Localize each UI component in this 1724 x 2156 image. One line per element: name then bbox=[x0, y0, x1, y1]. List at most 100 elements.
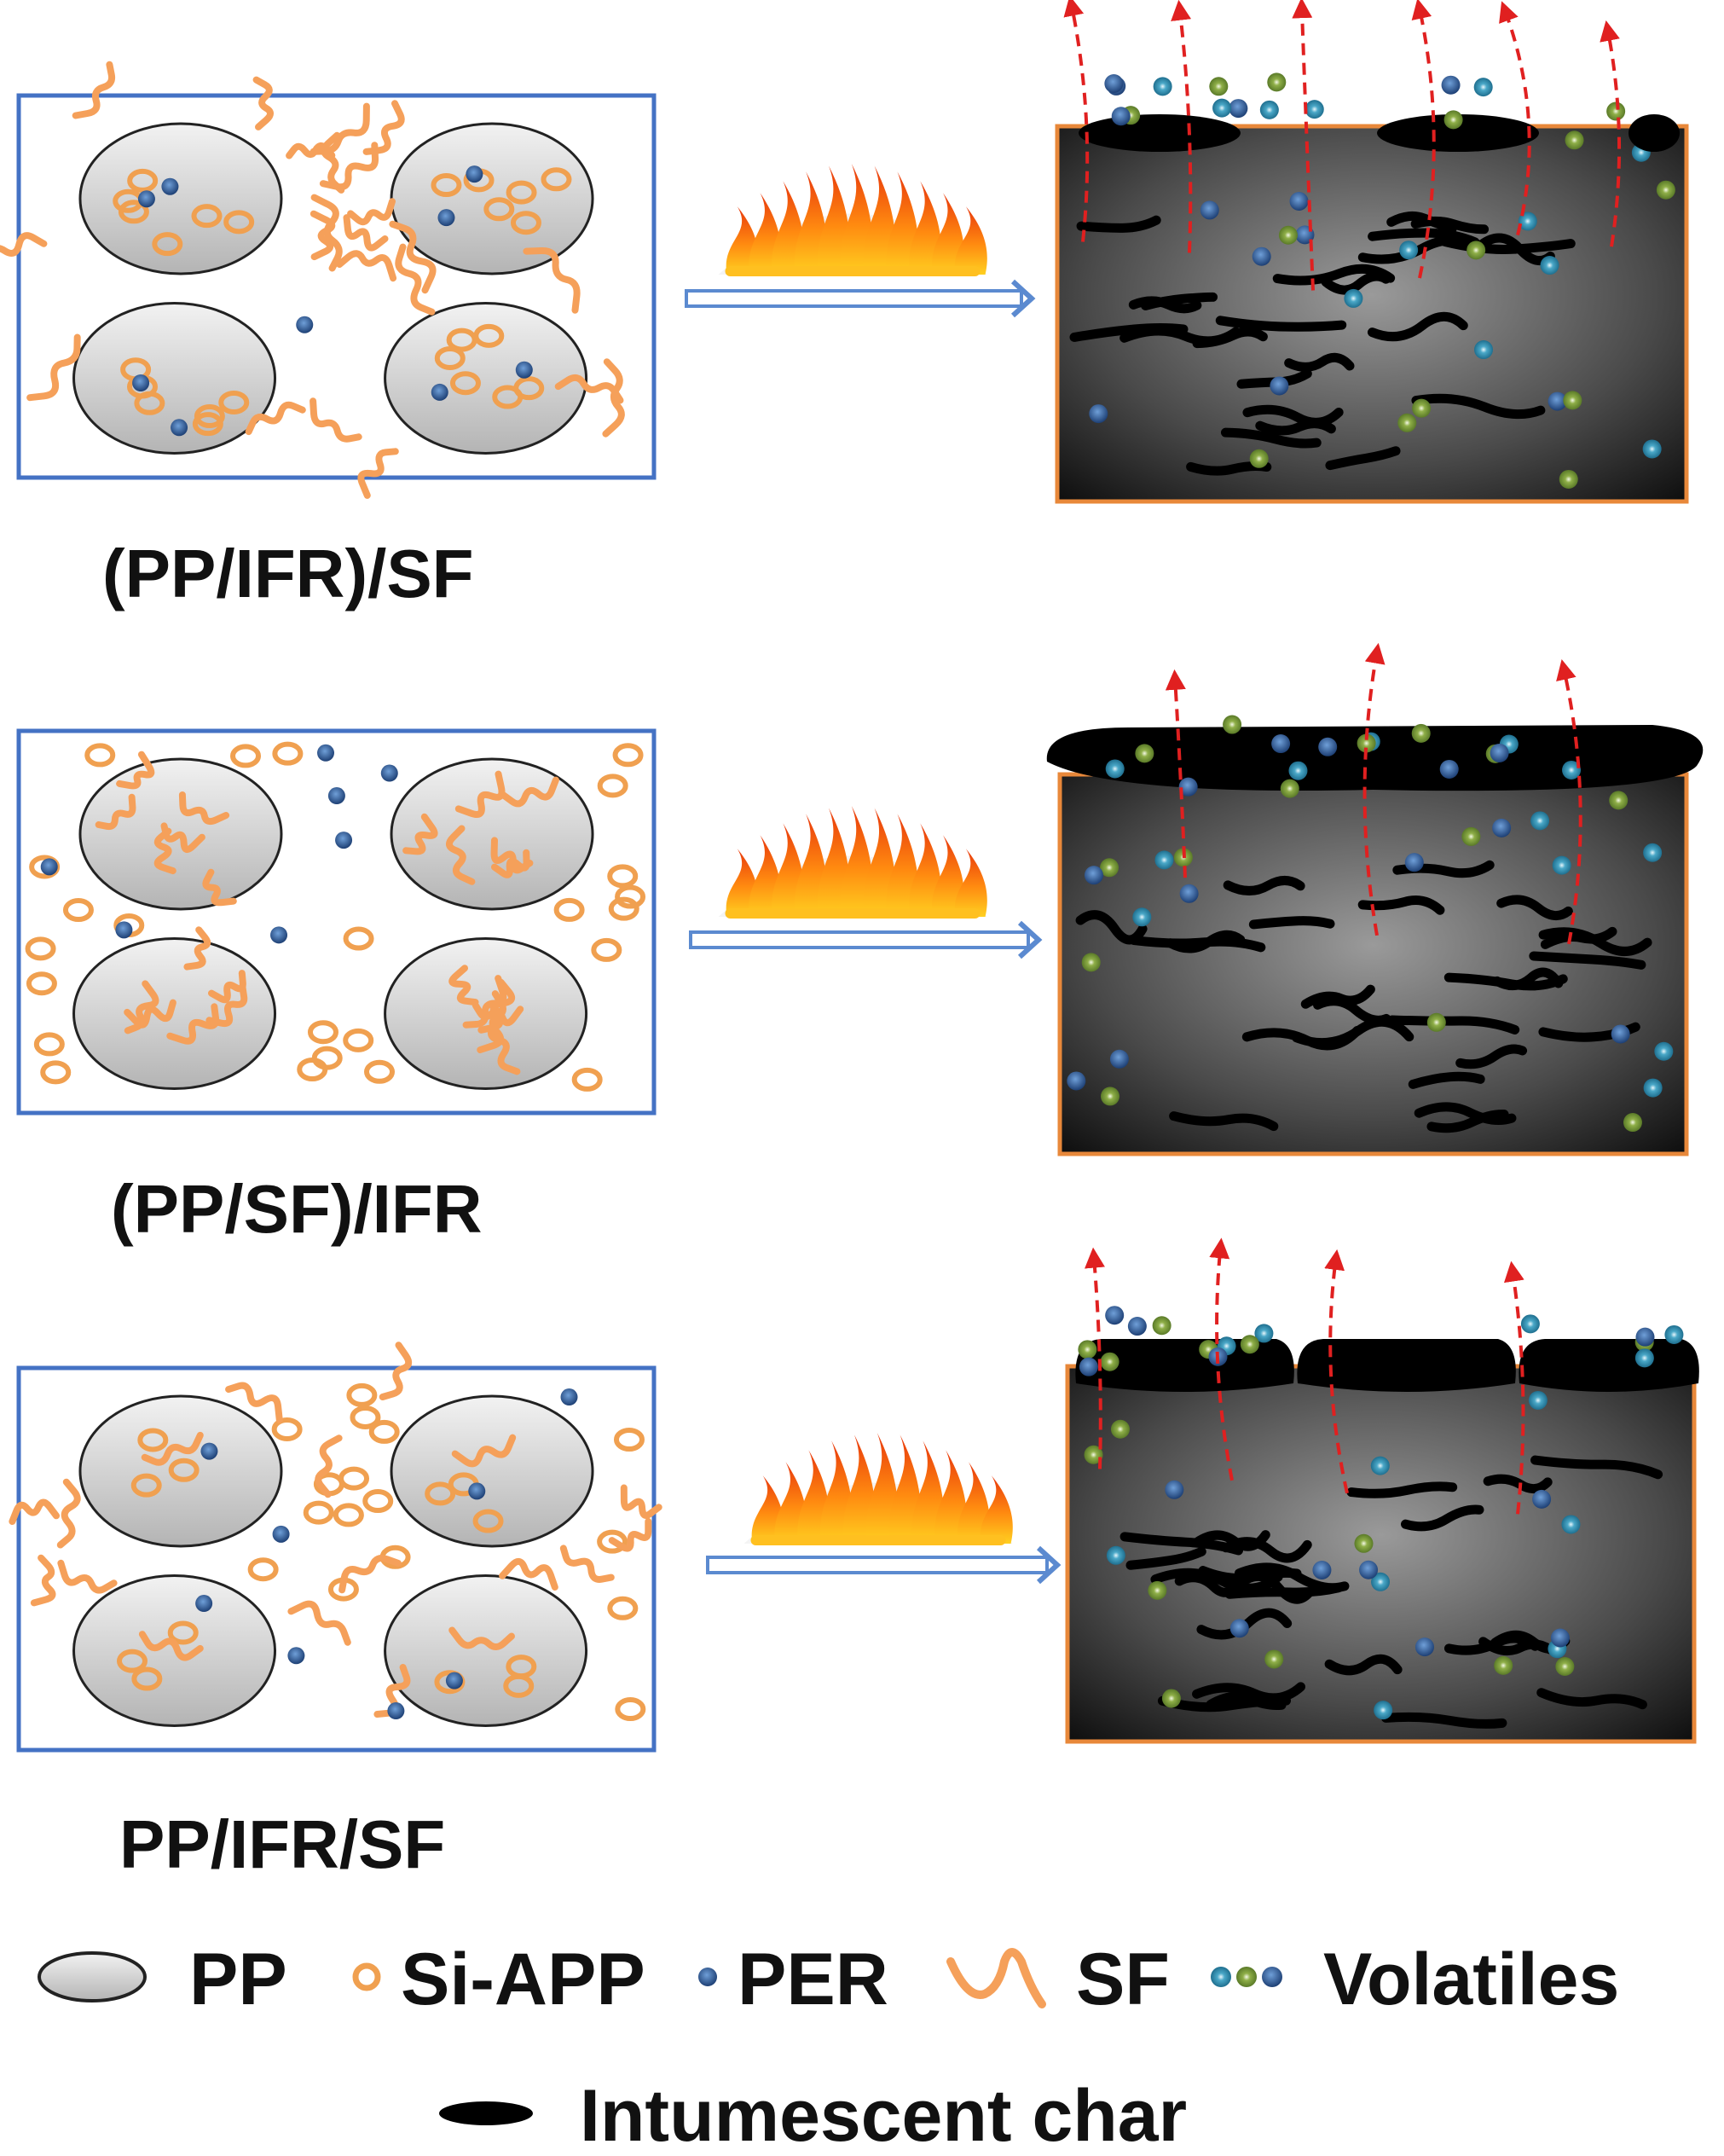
char-fragment bbox=[1206, 1691, 1287, 1711]
si-app-particle bbox=[333, 1503, 364, 1527]
flame-tongue bbox=[932, 835, 964, 917]
legend-per-label: PER bbox=[738, 1939, 888, 2020]
sf-fiber bbox=[202, 868, 237, 907]
volatile-particle bbox=[1656, 180, 1675, 200]
sf-fiber bbox=[252, 76, 274, 130]
volatile-particle bbox=[1441, 75, 1461, 95]
si-app-particle bbox=[368, 1419, 400, 1444]
char-fragment bbox=[1076, 215, 1161, 233]
volatile-particle bbox=[1305, 100, 1324, 119]
flame-tongue bbox=[934, 1450, 968, 1544]
sf-fiber bbox=[153, 827, 176, 875]
char-fragment bbox=[1529, 951, 1646, 970]
si-app-particle bbox=[116, 1649, 148, 1673]
volatile-particle bbox=[1370, 1456, 1390, 1475]
per-particle bbox=[437, 209, 455, 227]
volatile-particle bbox=[1271, 734, 1291, 754]
flame-tongue bbox=[909, 823, 942, 917]
char-fragment bbox=[1325, 446, 1401, 471]
volatile-particle bbox=[1411, 723, 1431, 743]
sf-fiber bbox=[347, 198, 396, 226]
volatile-particle bbox=[1474, 340, 1494, 360]
per-particle bbox=[287, 1647, 305, 1665]
legend-volatiles-label: Volatiles bbox=[1323, 1939, 1619, 2020]
per-particle bbox=[317, 744, 335, 762]
sf-fiber bbox=[608, 1517, 652, 1552]
volatile-particle bbox=[1532, 1489, 1552, 1509]
volatile-particle bbox=[1081, 953, 1101, 972]
volatile-particle bbox=[1414, 1637, 1434, 1657]
char-fragment bbox=[1220, 427, 1322, 449]
si-app-particle bbox=[272, 741, 304, 766]
sf-fiber bbox=[26, 333, 81, 402]
volatile-particle bbox=[1289, 191, 1309, 211]
char-fragment bbox=[1248, 916, 1335, 930]
sf-fiber bbox=[95, 793, 136, 831]
char-fragment bbox=[1119, 1532, 1243, 1556]
volatile-particle bbox=[1561, 1515, 1581, 1534]
sf-fiber bbox=[9, 1498, 60, 1525]
char-fragment bbox=[1381, 1712, 1507, 1729]
si-app-particle bbox=[541, 167, 572, 192]
char-fragment bbox=[1075, 910, 1148, 945]
volatile-particle bbox=[1132, 907, 1152, 927]
si-app-particle bbox=[218, 390, 250, 414]
volatile-particle bbox=[1359, 1560, 1379, 1579]
volatile-particle bbox=[1252, 246, 1271, 266]
si-app-particle bbox=[191, 204, 223, 229]
si-app-particle bbox=[506, 180, 537, 205]
volatile-particle bbox=[1154, 850, 1174, 870]
volatile-particle bbox=[1318, 737, 1338, 756]
sf-fiber bbox=[287, 1600, 351, 1646]
volatile-particle bbox=[1528, 1390, 1548, 1410]
volatile-particle bbox=[1165, 1480, 1184, 1499]
sf-fiber bbox=[602, 358, 625, 438]
si-app-particle bbox=[167, 1620, 199, 1645]
si-app-particle bbox=[612, 743, 644, 768]
char-icon bbox=[439, 2101, 533, 2125]
si-app-particle bbox=[40, 1060, 72, 1085]
escape-arrow bbox=[1085, 1247, 1105, 1469]
char-fragment bbox=[1492, 967, 1564, 990]
si-app-particle bbox=[597, 1529, 628, 1554]
legend-char-label: Intumescent char bbox=[580, 2075, 1187, 2156]
si-app-particle bbox=[449, 371, 481, 396]
si-app-particle bbox=[303, 1500, 334, 1525]
volatile-particle bbox=[1212, 98, 1232, 118]
sf-fiber bbox=[310, 102, 370, 155]
si-app-particle bbox=[130, 1473, 162, 1498]
char-fragment bbox=[1387, 1015, 1520, 1035]
sf-fiber bbox=[523, 247, 581, 314]
volatile-particle bbox=[1288, 761, 1308, 780]
si-app-particle bbox=[503, 1673, 535, 1698]
volatile-particle bbox=[1664, 1324, 1684, 1344]
si-app-particle bbox=[307, 1020, 338, 1045]
burnt-box bbox=[1057, 772, 1689, 1156]
si-app-particle bbox=[25, 936, 56, 961]
per-particle bbox=[195, 1595, 213, 1613]
char-fragment bbox=[1215, 316, 1347, 332]
per-particle bbox=[335, 832, 353, 849]
arrow-head bbox=[1010, 279, 1036, 318]
flame-base bbox=[750, 1535, 1006, 1545]
volatile-particle bbox=[1079, 1357, 1098, 1376]
flame-tongue bbox=[932, 193, 964, 275]
si-app-particle bbox=[223, 210, 255, 235]
volatile-particle bbox=[1555, 1657, 1575, 1677]
volatile-particle bbox=[1611, 1024, 1630, 1044]
volatile-particle bbox=[1354, 1533, 1374, 1553]
volatile-particle bbox=[1105, 759, 1125, 779]
si-app-particle bbox=[362, 1489, 394, 1514]
escape-arrow bbox=[1324, 1249, 1349, 1494]
volatile-particle bbox=[1374, 1701, 1393, 1720]
per-particle bbox=[161, 177, 179, 195]
pp-domain bbox=[72, 937, 277, 1091]
sf-fiber bbox=[178, 791, 230, 826]
sf-fiber bbox=[451, 1434, 517, 1468]
volatile-particle bbox=[1178, 777, 1198, 797]
volatile-particle bbox=[1490, 743, 1509, 762]
sf-fiber bbox=[448, 1626, 515, 1651]
sf-fiber bbox=[477, 990, 507, 1053]
escape-arrow bbox=[1209, 1237, 1234, 1481]
burnt-box bbox=[1055, 124, 1689, 504]
